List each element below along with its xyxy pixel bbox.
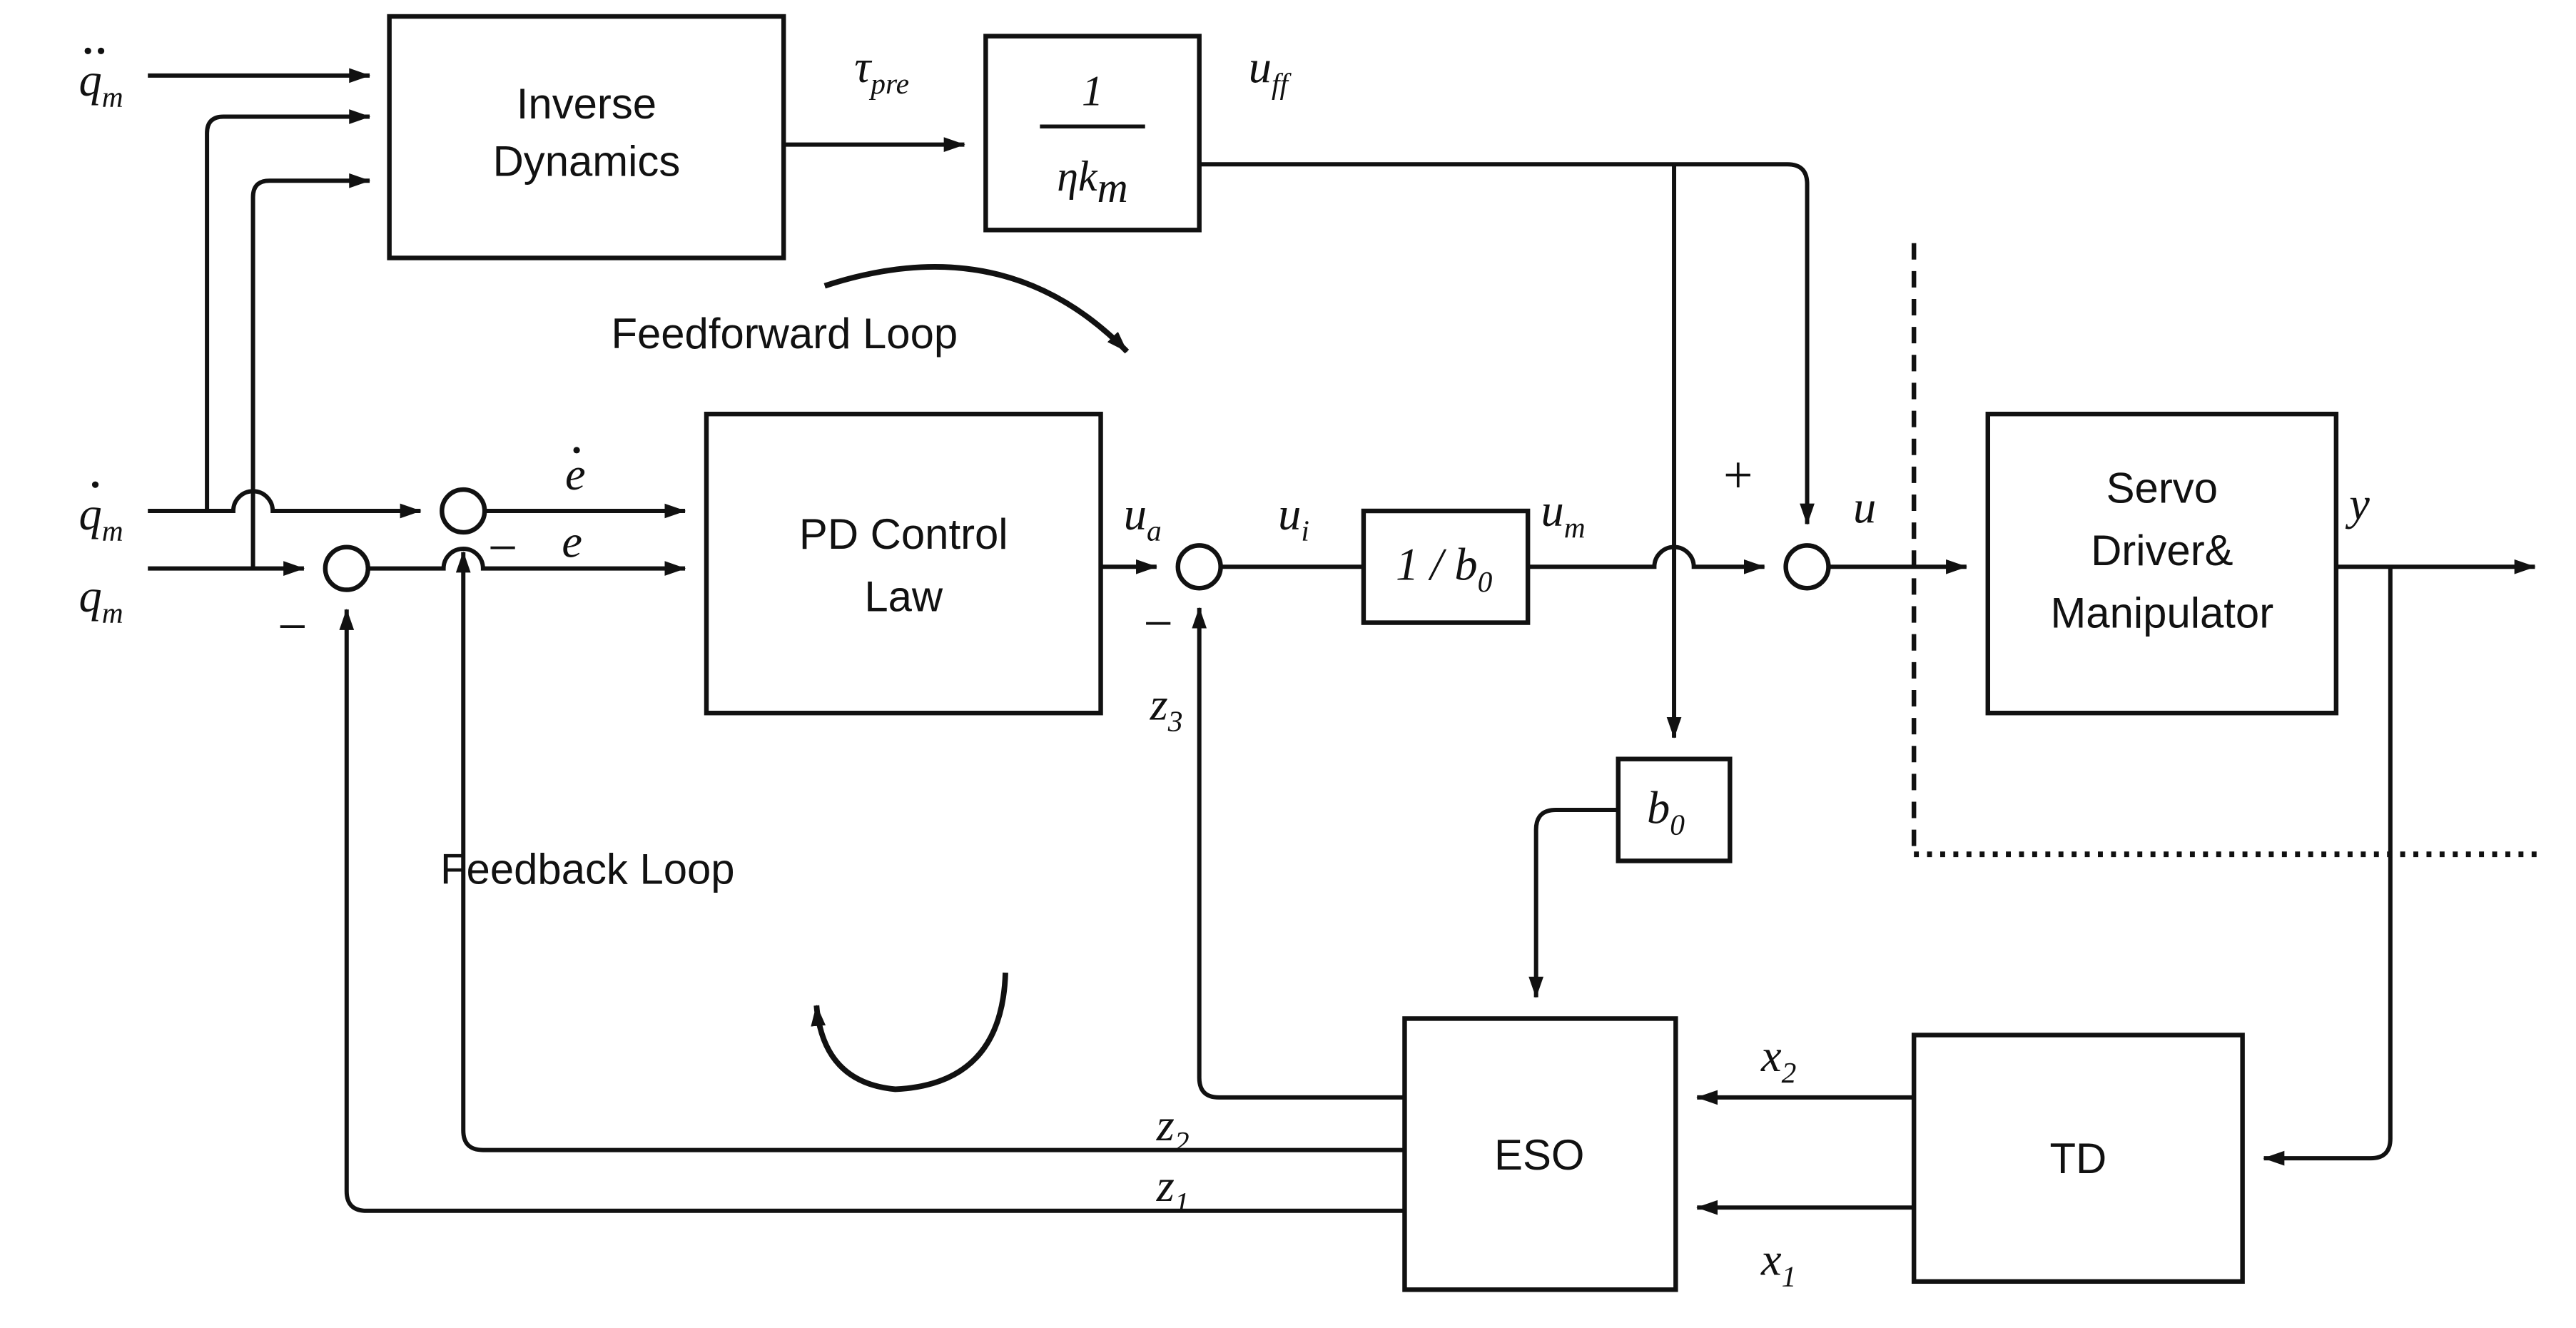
wire-y-to-td [2263, 567, 2393, 1166]
block-inverse-b0: 1 / b0 [1361, 508, 1531, 625]
block-servo-manipulator: Servo Driver& Manipulator [1985, 411, 2339, 716]
inverse-b0-label: 1 / b0 [1396, 539, 1493, 598]
svg-text:qm: qm [79, 488, 123, 547]
minus-sign-z1: − [278, 597, 308, 655]
wire-uff-to-sum [1199, 162, 1815, 525]
label-e-dot: e [565, 447, 586, 500]
summing-junction-e [323, 544, 370, 592]
servo-label-line2: Driver& [2091, 527, 2233, 574]
svg-text:e: e [565, 449, 586, 500]
pd-label-line2: Law [864, 572, 943, 620]
summing-junction-edot [440, 487, 487, 535]
pd-label-line1: PD Control [799, 510, 1008, 558]
inverse-dynamics-label-line1: Inverse [517, 80, 656, 128]
wire-um-to-sum [1528, 544, 1765, 574]
label-x1: x1 [1760, 1235, 1796, 1293]
label-z2: z2 [1156, 1100, 1190, 1158]
label-e: e [562, 516, 582, 567]
block-pd-control: PD Control Law [704, 411, 1103, 716]
label-z3: z3 [1150, 679, 1183, 737]
b0-label: b0 [1647, 782, 1685, 841]
feedback-loop-label: Feedback Loop [440, 846, 735, 893]
feedforward-loop-arrow [823, 264, 1130, 354]
servo-label-line1: Servo [2106, 465, 2218, 512]
label-qm: qm [79, 570, 123, 629]
summing-junction-u [1783, 543, 1831, 591]
label-qm-ddot: qm [79, 47, 123, 113]
wire-z3-to-sum [1192, 607, 1405, 1100]
minus-sign-z2: − [488, 518, 518, 577]
overdot [91, 481, 99, 488]
inverse-dynamics-label-line2: Dynamics [493, 137, 681, 185]
wire-e-to-pd [367, 546, 686, 576]
label-tau-pre: τpre [854, 41, 909, 100]
block-td: TD [1911, 1033, 2245, 1284]
feedback-loop-arrow [811, 972, 1008, 1093]
block-inverse-dynamics: Inverse Dynamics [387, 14, 786, 260]
label-u: u [1853, 482, 1876, 532]
wire-z2-to-sum [455, 551, 1405, 1152]
servo-label-line3: Manipulator [2050, 589, 2273, 637]
eso-label: ESO [1494, 1131, 1584, 1179]
diaeresis-dot [97, 47, 105, 54]
gain-denominator: ηkm [1057, 153, 1127, 211]
label-u-i: ui [1278, 488, 1309, 547]
label-x2: x2 [1760, 1030, 1796, 1089]
wire-qmdot-to-junction [148, 489, 422, 519]
plus-sign: + [1723, 446, 1753, 505]
label-z1: z1 [1156, 1160, 1190, 1219]
label-u-ff: uff [1249, 41, 1292, 100]
td-label: TD [2050, 1135, 2107, 1182]
wire-b0-to-eso [1528, 808, 1618, 998]
wire-z1-to-sum [339, 608, 1405, 1213]
gain-numerator: 1 [1082, 67, 1103, 114]
label-y: y [2345, 479, 2370, 529]
diaeresis-dot [84, 47, 91, 54]
block-b0: b0 [1616, 756, 1733, 863]
label-u-a: ua [1124, 488, 1162, 547]
summing-junction-ui [1175, 543, 1223, 591]
minus-sign-z3: − [1143, 594, 1173, 652]
block-feedforward-gain: 1 ηkm [983, 34, 1202, 233]
wire-qmdot-branch-to-inverse-dynamics [205, 109, 371, 512]
svg-text:qm: qm [79, 570, 123, 629]
wire-qm-branch-to-inverse-dynamics [250, 173, 371, 569]
feedforward-loop-label: Feedforward Loop [611, 310, 958, 358]
block-eso: ESO [1402, 1016, 1678, 1292]
svg-text:qm: qm [79, 55, 123, 113]
label-qm-dot: qm [79, 481, 123, 547]
overdot [573, 447, 580, 454]
label-u-m: um [1541, 485, 1586, 544]
